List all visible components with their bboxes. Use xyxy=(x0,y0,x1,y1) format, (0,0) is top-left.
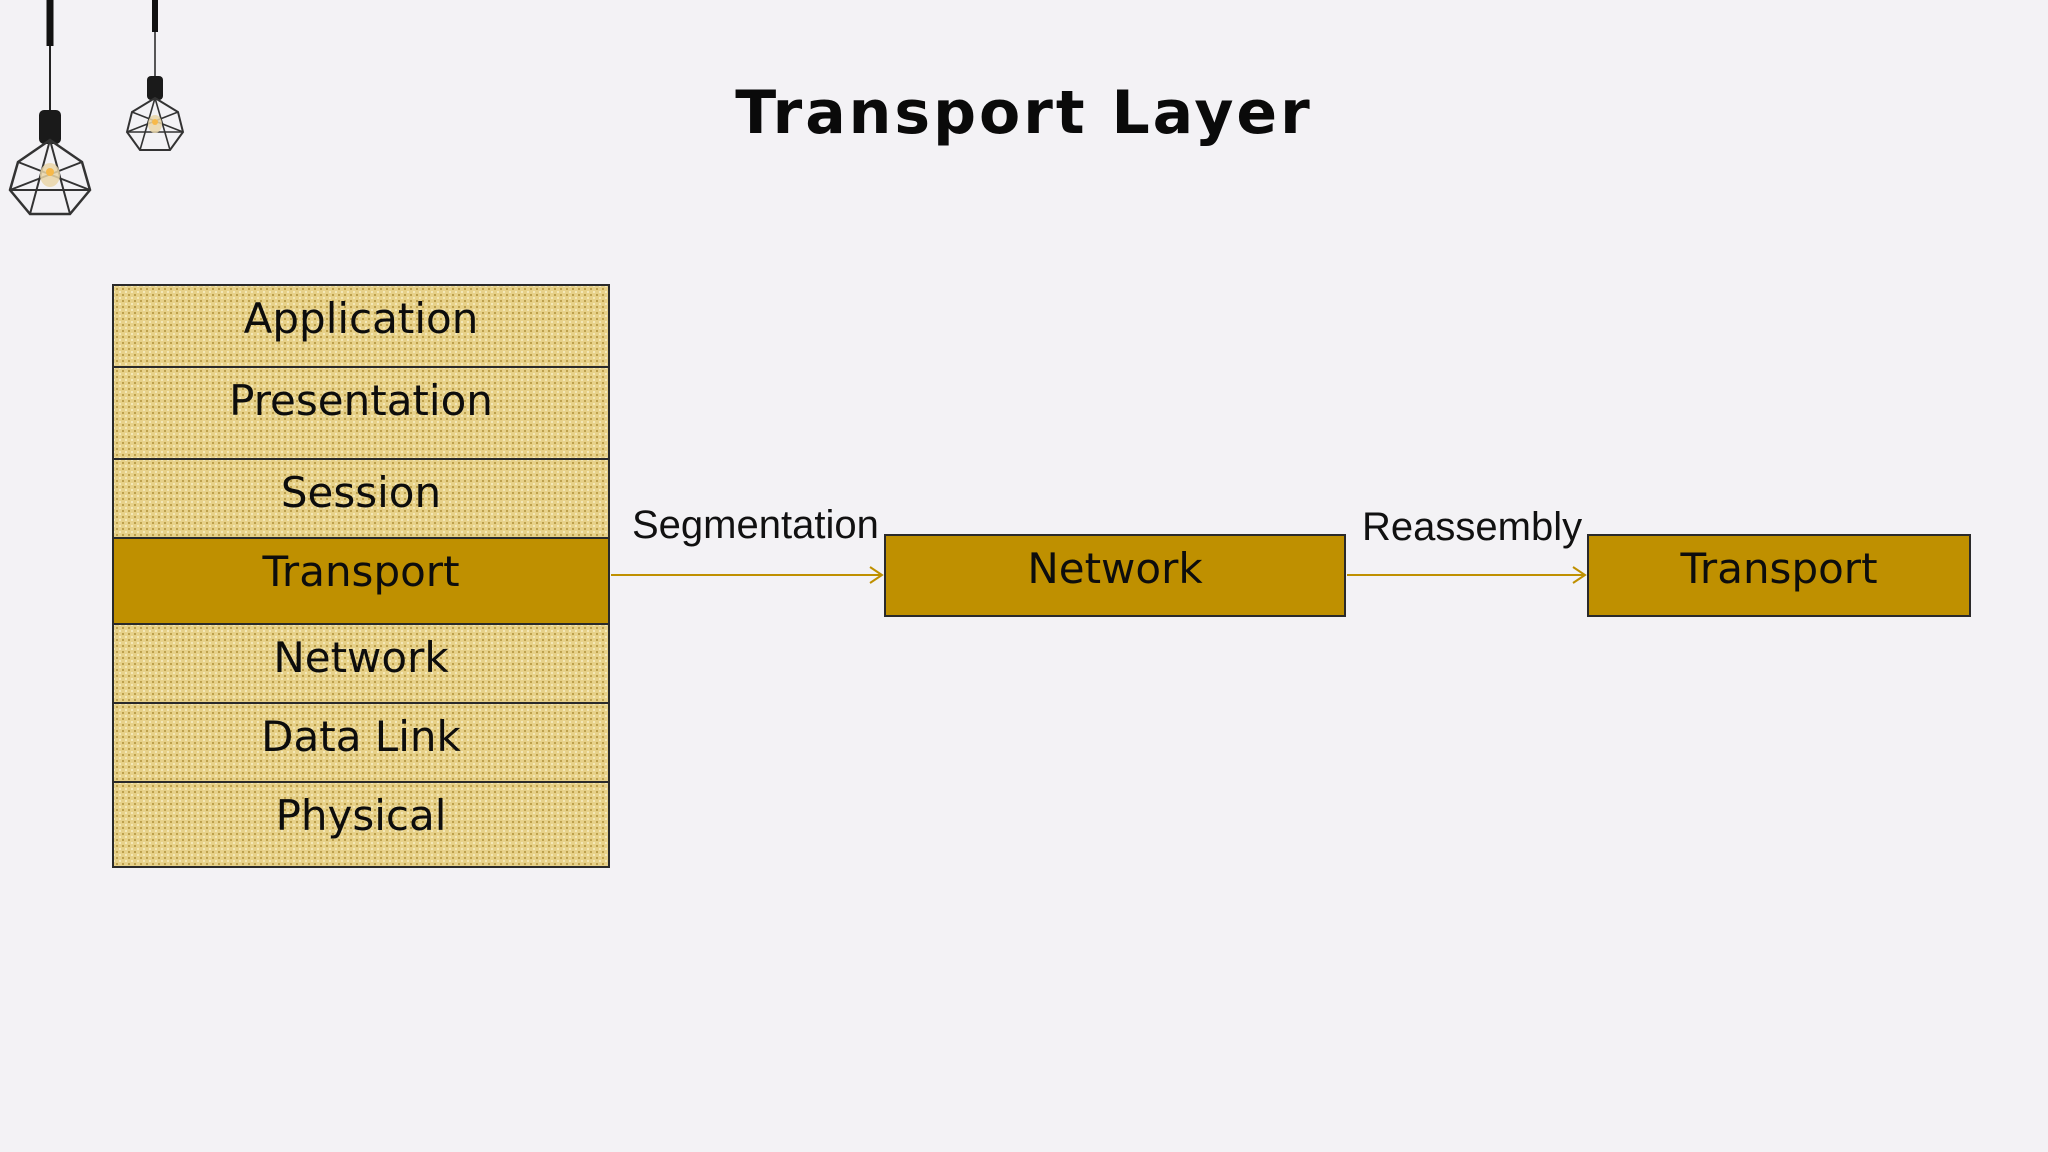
arrow-segmentation xyxy=(611,566,884,584)
reassembly-label: Reassembly xyxy=(1362,505,1583,549)
osi-layer-stack: Application Presentation Session Transpo… xyxy=(112,284,610,868)
transport-box: Transport xyxy=(1587,534,1971,617)
layer-data-link: Data Link xyxy=(114,704,608,783)
segmentation-label: Segmentation xyxy=(632,503,879,547)
pendant-lamp-icon xyxy=(8,0,92,216)
layer-application: Application xyxy=(114,286,608,368)
network-box: Network xyxy=(884,534,1346,617)
arrow-reassembly xyxy=(1347,566,1587,584)
page-title: Transport Layer xyxy=(735,78,1313,148)
layer-session: Session xyxy=(114,460,608,539)
layer-physical: Physical xyxy=(114,783,608,866)
layer-transport: Transport xyxy=(114,539,608,625)
layer-presentation: Presentation xyxy=(114,368,608,460)
layer-network: Network xyxy=(114,625,608,704)
pendant-lamp-icon xyxy=(125,0,185,151)
